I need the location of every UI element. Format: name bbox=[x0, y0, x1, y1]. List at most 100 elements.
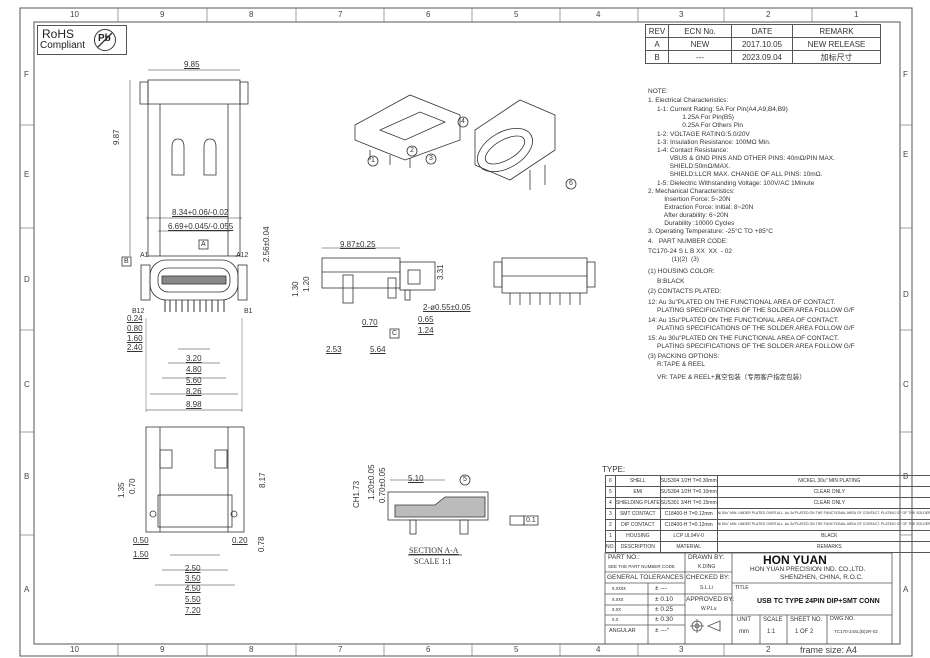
zone-col-label: 6 bbox=[426, 645, 431, 654]
company-full-name: HON YUAN PRECISION IND. CO.,LTD. bbox=[750, 566, 866, 573]
zone-row-label: C bbox=[903, 380, 909, 389]
dim-label: 7.20 bbox=[185, 606, 201, 615]
approved-by-value: W.P.Lu bbox=[701, 606, 717, 612]
zone-col-label: 2 bbox=[766, 10, 771, 19]
tolerance-key: x.x bbox=[612, 617, 619, 623]
compliant-text: Compliant bbox=[40, 40, 86, 51]
dim-label: 0.50 bbox=[133, 536, 149, 545]
note-line: PLATING SPECIFICATIONS OF THE SOLDER ARE… bbox=[648, 343, 855, 350]
note-line: 1-3: Insulation Resistance: 100MΩ Min. bbox=[648, 139, 771, 146]
sheet-value: 1 OF 2 bbox=[795, 629, 814, 635]
scale-value: 1:1 bbox=[767, 629, 776, 635]
checked-by-value: S.L.Li bbox=[700, 585, 713, 591]
note-line: Insertion Force: 5~20N bbox=[648, 196, 731, 203]
rear-view bbox=[493, 257, 596, 305]
note-line: 1-4: Contact Resistance: bbox=[648, 147, 729, 154]
note-line: 1-2: VOLTAGE RATING:5.0/20V bbox=[648, 131, 750, 138]
dim-label: 5.10 bbox=[408, 474, 424, 483]
note-line: PLATING SPECIFICATIONS OF THE SOLDER ARE… bbox=[648, 307, 855, 314]
note-line: SHIELD:50mΩ/MAX. bbox=[648, 163, 731, 170]
zone-col-label: 4 bbox=[596, 10, 601, 19]
note-line: NOTE: bbox=[648, 88, 668, 95]
note-line: 14: Au 15u"PLATED ON THE FUNCTIONAL AREA… bbox=[648, 317, 839, 324]
tolerance-value: ± --- bbox=[655, 585, 667, 592]
dim-label: 9.85 bbox=[184, 60, 200, 69]
note-line: 1. Electrical Characteristics: bbox=[648, 97, 729, 104]
title-label: TITLE bbox=[735, 585, 749, 591]
frame-size: frame size: A4 bbox=[800, 645, 858, 655]
zone-row-label: D bbox=[903, 290, 909, 299]
bom-cell: MATERIAL bbox=[659, 541, 718, 553]
zone-col-label: 1 bbox=[854, 10, 859, 19]
datum-c: C bbox=[392, 330, 398, 337]
zone-col-label: 7 bbox=[338, 10, 343, 19]
pin-label: B12 bbox=[132, 308, 145, 315]
note-line: PLATING SPECIFICATIONS OF THE SOLDER ARE… bbox=[648, 325, 855, 332]
dim-label: 2.40 bbox=[127, 343, 143, 352]
section-scale: SCALE 1:1 bbox=[414, 557, 452, 566]
zone-row-label: C bbox=[24, 380, 30, 389]
checked-by-label: CHECKED BY: bbox=[686, 574, 730, 581]
rohs-text: RoHS bbox=[42, 27, 75, 41]
zone-row-label: B bbox=[24, 472, 30, 481]
dim-label: 2.53 bbox=[326, 345, 342, 354]
note-line: VR: TAPE & REEL+真空包装（专用客户指定包装） bbox=[648, 374, 806, 381]
note-line: 12: Au 3u"PLATED ON THE FUNCTIONAL AREA … bbox=[648, 299, 836, 306]
dim-label: 3.20 bbox=[186, 354, 202, 363]
balloon-5: 5 bbox=[463, 476, 467, 483]
dwg-no-label: DWG.NO. bbox=[830, 616, 855, 622]
zone-row-label: F bbox=[903, 70, 908, 79]
note-line: VBUS & GND PINS AND OTHER PINS: 40mΩ/PIN… bbox=[648, 155, 835, 162]
top-view bbox=[129, 69, 249, 257]
part-no-label: PART NO.: bbox=[608, 554, 640, 561]
dim-label: 1.60 bbox=[127, 334, 143, 343]
zone-row-label: F bbox=[24, 70, 29, 79]
section-title: SECTION A-A bbox=[409, 546, 459, 555]
drawn-by-value: K.DING bbox=[698, 564, 716, 570]
zone-row-label: E bbox=[903, 150, 909, 159]
note-line: R:TAPE & REEL bbox=[648, 361, 705, 368]
approved-by-label: APPROVED BY: bbox=[686, 596, 735, 603]
note-line: B:BLACK bbox=[648, 278, 685, 285]
tolerance-value: ± 0.30 bbox=[655, 616, 674, 623]
scale-label: SCALE bbox=[763, 617, 783, 623]
isometric-view-2 bbox=[474, 99, 556, 190]
zone-col-label: 9 bbox=[160, 10, 165, 19]
dim-label: 4.50 bbox=[185, 584, 201, 593]
dim-label: 9.87±0.25 bbox=[340, 240, 376, 249]
note-line: Extraction Force: Initial: 8~20N bbox=[648, 204, 754, 211]
no-lead-icon: Pb bbox=[94, 29, 116, 51]
note-line: After durability: 6~20N bbox=[648, 212, 729, 219]
balloon-1: 1 bbox=[371, 157, 375, 164]
drawing-title: USB TC TYPE 24PIN DIP+SMT CONN bbox=[757, 598, 880, 605]
dim-label: 1.24 bbox=[418, 326, 434, 335]
remark-cell: 加标尺寸 bbox=[792, 50, 881, 64]
note-line: 1-1: Current Rating: 5A For Pin(A4,A9,B4… bbox=[648, 106, 788, 113]
isometric-view-1 bbox=[354, 94, 461, 168]
zone-col-label: 9 bbox=[160, 645, 165, 654]
note-line: 1.25A For Pin(B5) bbox=[648, 114, 734, 121]
tolerance-value: ± 0.25 bbox=[655, 606, 674, 613]
section-view bbox=[387, 479, 489, 556]
zone-col-label: 10 bbox=[70, 10, 79, 19]
dim-label: 8.26 bbox=[186, 387, 202, 396]
bom-cell: REMARKS bbox=[716, 541, 930, 553]
datum-b: B bbox=[124, 258, 129, 265]
pin-label: A1 bbox=[140, 252, 149, 259]
dim-label: 8.98 bbox=[186, 400, 202, 409]
dim-label: 2-ø0.55±0.05 bbox=[423, 303, 471, 312]
pin-label: A12 bbox=[236, 252, 249, 259]
note-line: (2) CONTACTS PLATED: bbox=[648, 288, 722, 295]
type-label: TYPE: bbox=[602, 465, 626, 474]
datum-a: A bbox=[201, 241, 206, 248]
note-line: (1)(2) (3) bbox=[648, 256, 699, 263]
note-line: 2. Mechanical Characteristics: bbox=[648, 188, 735, 195]
zone-col-label: 6 bbox=[426, 10, 431, 19]
zone-col-label: 2 bbox=[766, 645, 771, 654]
dim-label: 3.50 bbox=[185, 574, 201, 583]
